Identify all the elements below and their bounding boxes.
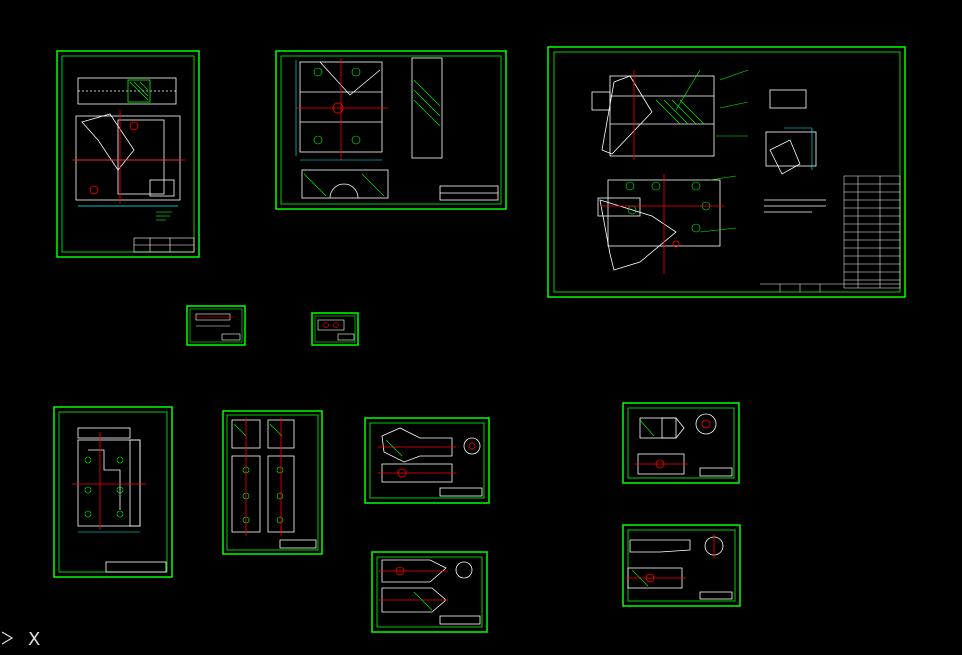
drawing-sheet-3[interactable] bbox=[547, 46, 906, 298]
drawing-sheet-10[interactable] bbox=[622, 402, 740, 484]
drawing-sheet-11[interactable] bbox=[622, 524, 741, 607]
drawing-sheet-5[interactable] bbox=[311, 312, 359, 346]
drawing-sheet-7[interactable] bbox=[222, 410, 323, 555]
drawing-sheet-9[interactable] bbox=[371, 551, 488, 633]
drawing-sheet-8[interactable] bbox=[364, 417, 490, 504]
drawing-sheet-6[interactable] bbox=[53, 406, 173, 578]
drawing-sheet-4[interactable] bbox=[186, 305, 246, 346]
drawing-sheet-1[interactable] bbox=[56, 50, 200, 258]
ucs-icon bbox=[1, 631, 14, 645]
ucs-axis-label: X bbox=[28, 629, 41, 650]
drawing-sheet-2[interactable] bbox=[275, 50, 507, 210]
